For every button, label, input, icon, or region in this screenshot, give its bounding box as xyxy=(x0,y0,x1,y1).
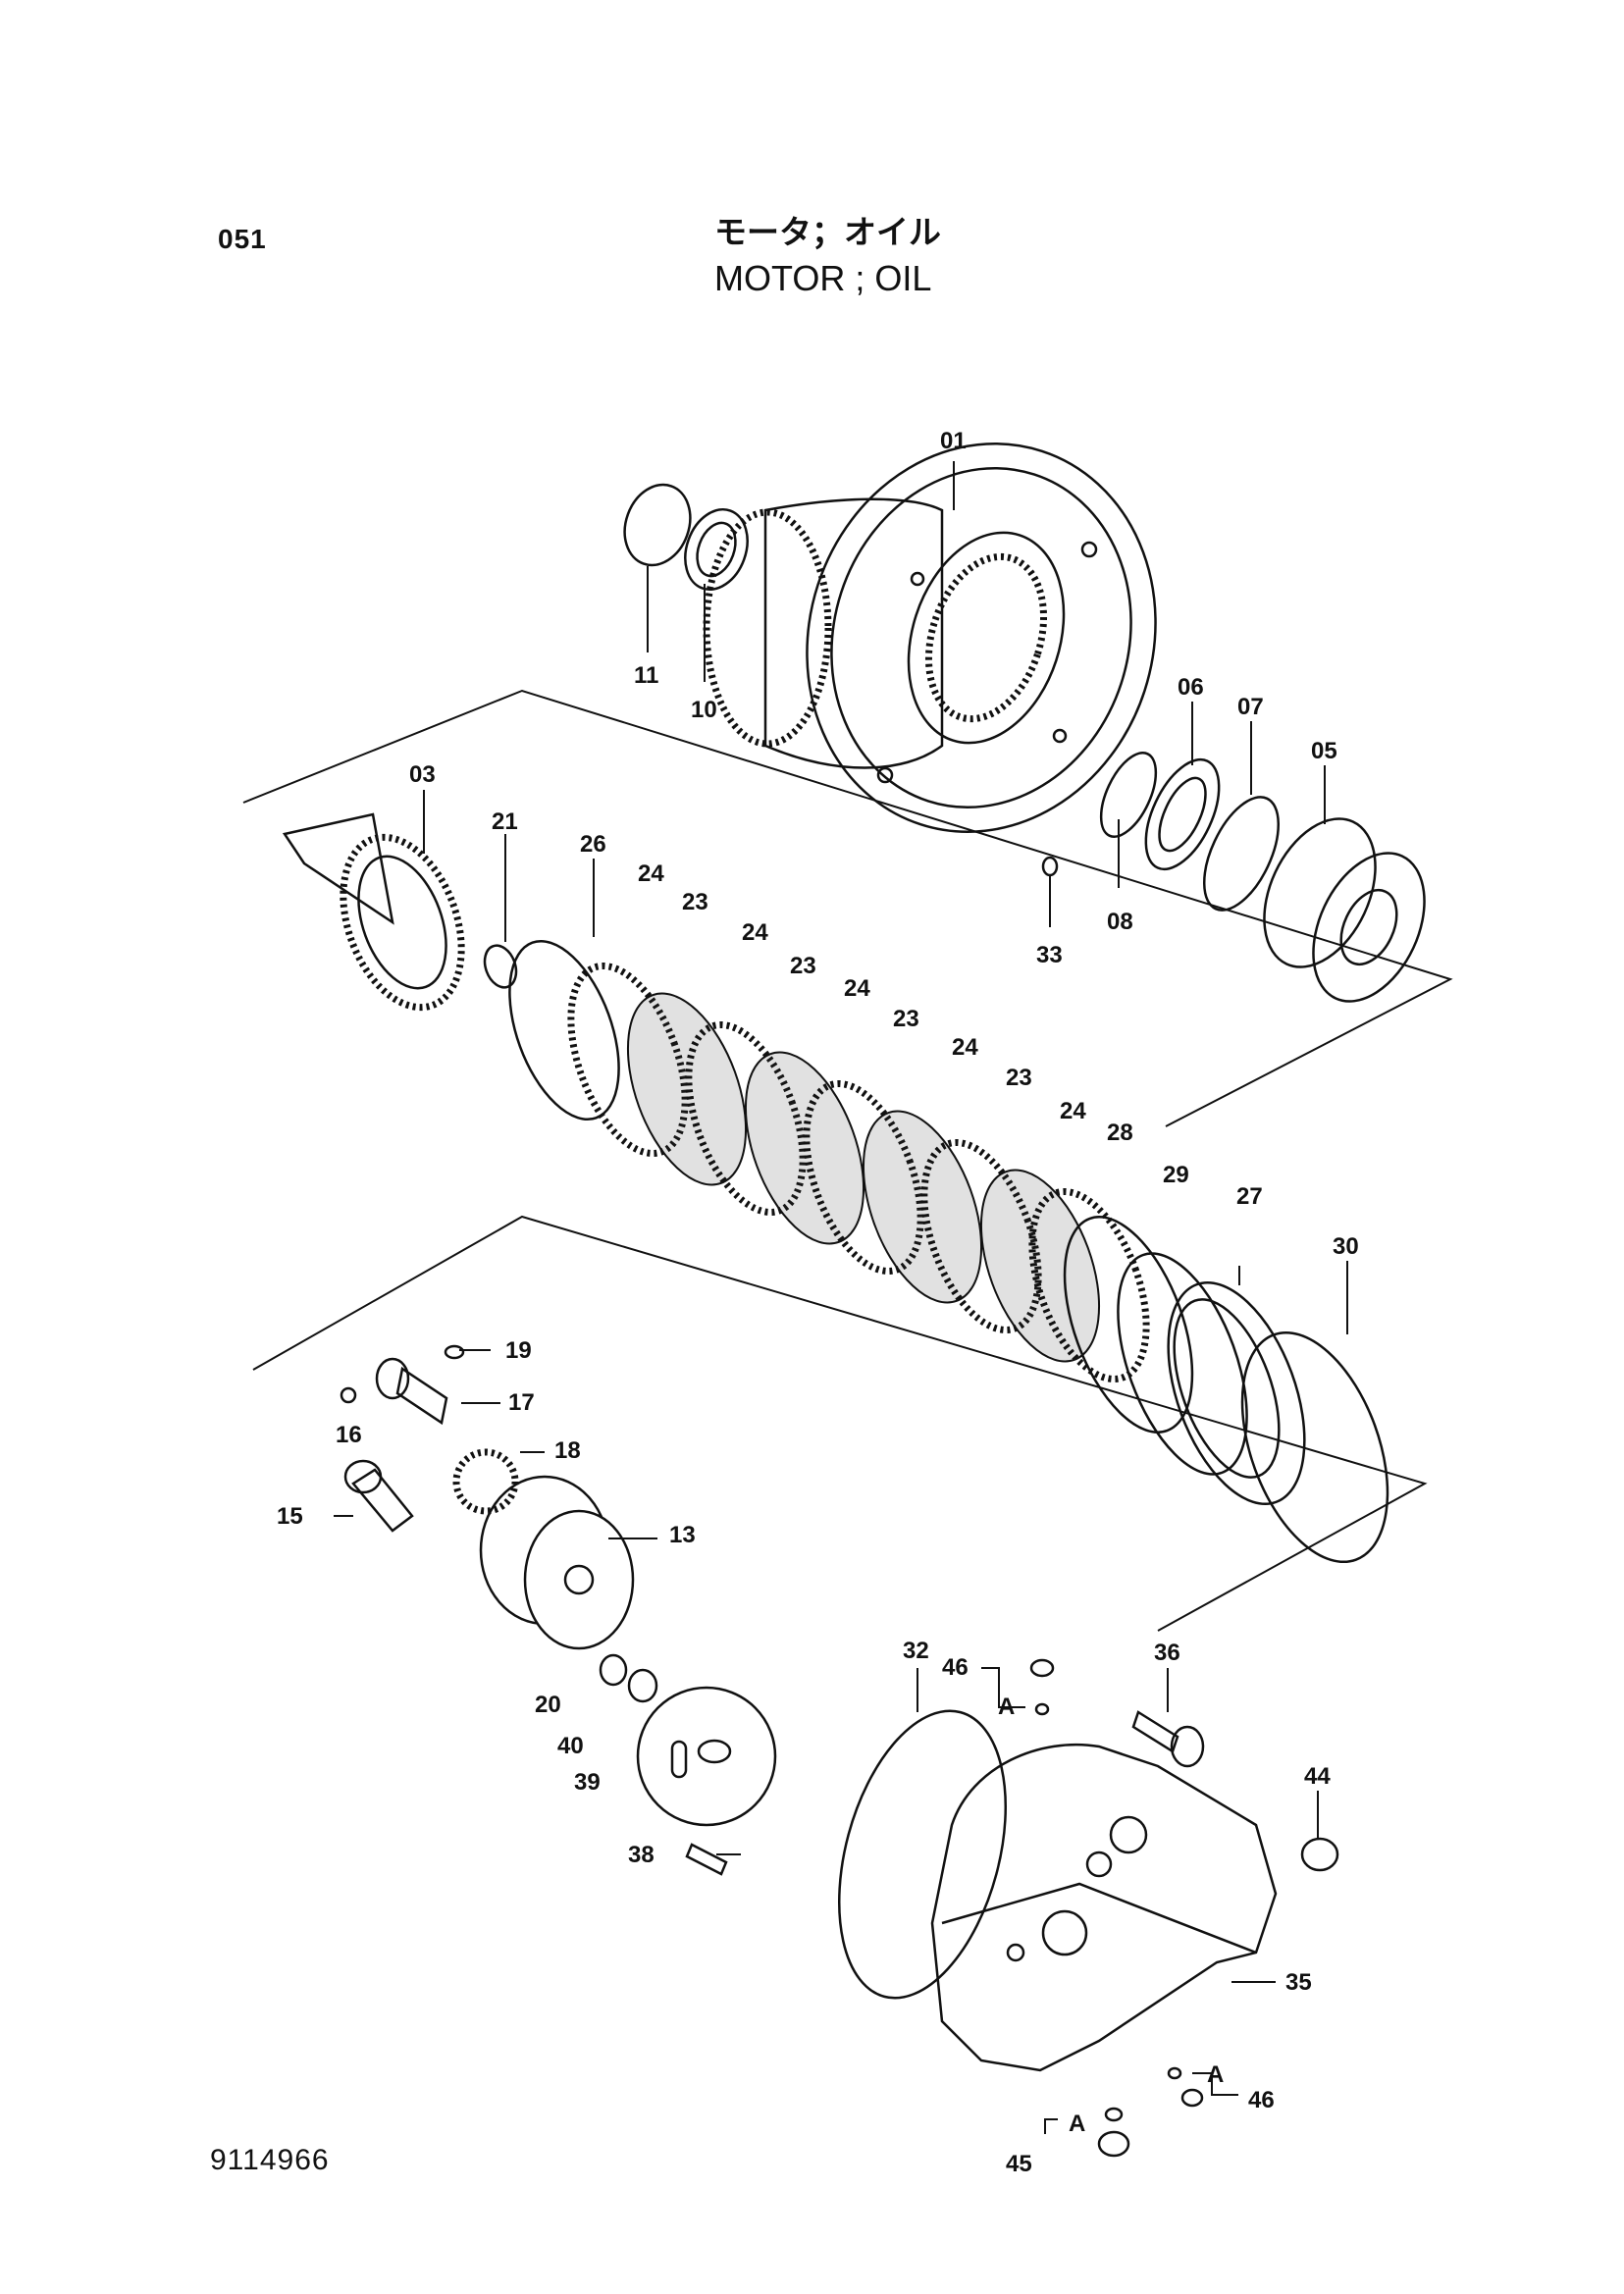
label-part-46-lower: 46 xyxy=(1248,2087,1275,2113)
label-part-21: 21 xyxy=(492,808,518,835)
piston-part-27 xyxy=(1167,1280,1306,1506)
label-part-28: 28 xyxy=(1107,1120,1133,1146)
label-part-08: 08 xyxy=(1107,909,1133,935)
label-part-23b: 23 xyxy=(790,953,816,979)
bolt-part-36 xyxy=(1131,1710,1205,1768)
spring-part-18 xyxy=(452,1448,519,1515)
housing-part-01 xyxy=(703,443,1157,833)
ref-mark-a-upper: A xyxy=(998,1694,1015,1720)
pin-part-19 xyxy=(444,1344,465,1360)
title-english: MOTOR ; OIL xyxy=(714,258,932,298)
page-code: 051 xyxy=(218,224,267,254)
pin-part-38 xyxy=(685,1843,728,1876)
shaft-part-03 xyxy=(282,812,465,1012)
label-part-27: 27 xyxy=(1236,1183,1263,1210)
label-part-32: 32 xyxy=(903,1638,929,1664)
label-part-38: 38 xyxy=(628,1842,655,1868)
plug-part-46-lower xyxy=(1167,2066,1204,2108)
bearing-part-06 xyxy=(1144,757,1221,871)
spring-part-28 xyxy=(1063,1216,1194,1434)
label-part-24c: 24 xyxy=(844,975,870,1002)
label-part-01: 01 xyxy=(940,428,967,454)
seal-part-10 xyxy=(684,507,749,592)
label-part-23c: 23 xyxy=(893,1006,919,1032)
label-part-33: 33 xyxy=(1036,942,1063,968)
label-part-26: 26 xyxy=(580,831,606,858)
label-part-11: 11 xyxy=(634,662,658,689)
cylinder-barrel-part-13 xyxy=(479,1475,635,1650)
ring-part-30 xyxy=(1240,1330,1389,1564)
friction-plate-stack xyxy=(567,962,1150,1383)
ref-mark-a-lower: A xyxy=(1069,2111,1085,2137)
label-part-19: 19 xyxy=(505,1337,532,1364)
label-part-30: 30 xyxy=(1333,1233,1359,1260)
label-part-03: 03 xyxy=(409,761,436,788)
label-part-29: 29 xyxy=(1163,1162,1189,1188)
o-ring-part-32 xyxy=(837,1709,1008,2000)
label-part-15: 15 xyxy=(277,1503,303,1530)
label-part-10: 10 xyxy=(691,697,717,723)
bushing-part-40 xyxy=(627,1668,658,1703)
upper-assembly-frame xyxy=(242,689,1453,1127)
label-part-07: 07 xyxy=(1237,694,1264,720)
label-part-06: 06 xyxy=(1178,674,1204,701)
plug-part-45 xyxy=(1097,2107,1130,2158)
o-ring-part-33 xyxy=(1041,856,1059,877)
label-part-24d: 24 xyxy=(952,1034,978,1061)
label-part-13: 13 xyxy=(669,1522,696,1548)
ring-part-29 xyxy=(1117,1252,1248,1476)
plate-part-26 xyxy=(508,939,620,1121)
part-labels: 01 03 05 06 07 08 10 11 13 15 16 17 18 1… xyxy=(277,428,1359,2177)
label-part-23a: 23 xyxy=(682,889,708,915)
label-part-05: 05 xyxy=(1311,738,1337,764)
label-part-20: 20 xyxy=(535,1692,561,1718)
ring-part-08 xyxy=(1099,752,1158,838)
plug-part-44 xyxy=(1300,1837,1339,1872)
label-part-35: 35 xyxy=(1285,1969,1312,1996)
ball-part-16 xyxy=(340,1386,357,1404)
label-part-45: 45 xyxy=(1006,2151,1032,2177)
document-number: 9114966 xyxy=(210,2144,330,2176)
label-part-18: 18 xyxy=(554,1437,581,1464)
label-part-39: 39 xyxy=(574,1769,601,1796)
valve-plate-part-39 xyxy=(636,1686,777,1827)
label-part-24b: 24 xyxy=(742,919,768,946)
label-part-23d: 23 xyxy=(1006,1065,1032,1091)
ring-part-20 xyxy=(599,1653,628,1687)
piston-part-17 xyxy=(375,1357,448,1426)
motor-head-part-35 xyxy=(930,1743,1278,2072)
leader-lines xyxy=(334,461,1348,2134)
bearing-part-05 xyxy=(1263,817,1426,1003)
piston-part-15 xyxy=(343,1459,414,1533)
plug-part-46-upper xyxy=(1029,1658,1055,1716)
title-japanese: モータ；オイル xyxy=(714,213,941,251)
snap-ring-part-07 xyxy=(1202,796,1281,912)
label-part-36: 36 xyxy=(1154,1640,1180,1666)
label-part-24e: 24 xyxy=(1060,1098,1086,1124)
label-part-17: 17 xyxy=(508,1389,535,1416)
ref-mark-a-right: A xyxy=(1207,2061,1224,2088)
snap-ring-part-21 xyxy=(483,944,518,989)
label-part-44: 44 xyxy=(1304,1763,1331,1790)
label-part-24a: 24 xyxy=(638,860,664,887)
label-part-40: 40 xyxy=(557,1733,584,1759)
label-part-46-upper: 46 xyxy=(942,1654,969,1681)
snap-ring-part-11 xyxy=(623,483,692,567)
lower-assembly-frame xyxy=(252,1215,1428,1632)
label-part-16: 16 xyxy=(336,1422,362,1448)
